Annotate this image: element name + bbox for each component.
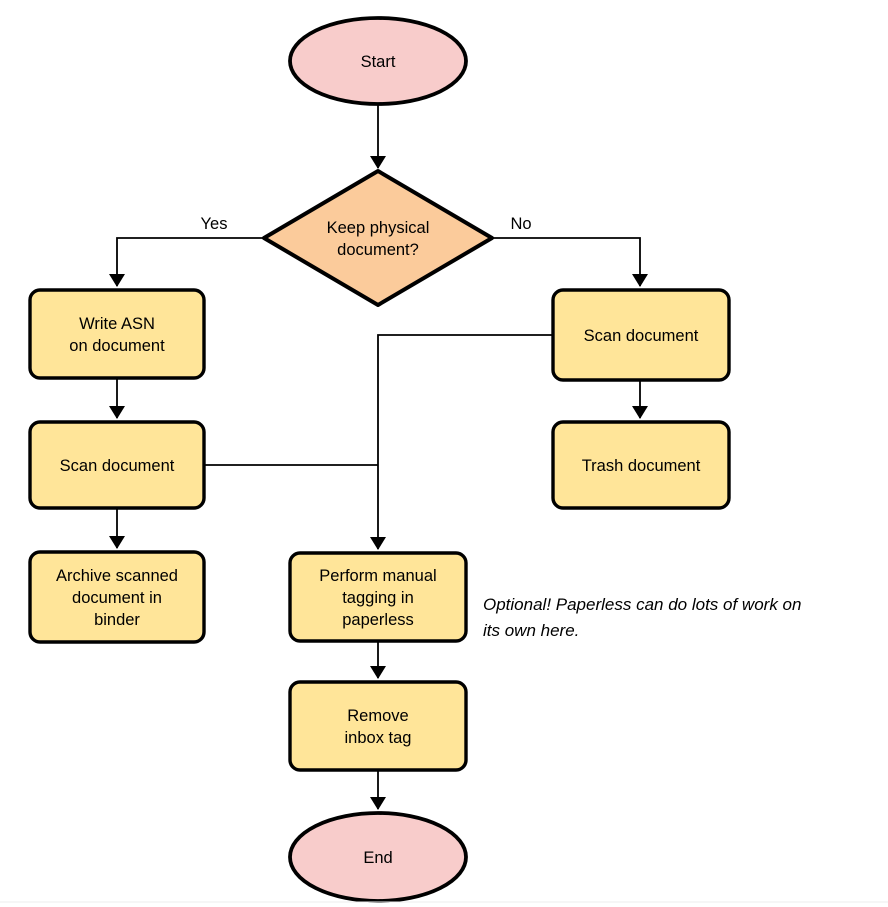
archive-node: Archive scanned document in binder	[28, 550, 206, 644]
decision-label-line2: document?	[337, 241, 419, 259]
archive-box	[28, 550, 206, 644]
remove-inbox-box	[288, 680, 468, 772]
write-asn-label-line2: on document	[69, 337, 165, 355]
start-terminal: Start	[288, 16, 468, 106]
remove-inbox-label-line2: inbox tag	[345, 729, 412, 747]
scan-document-left-label: Scan document	[60, 457, 175, 475]
write-asn-node: Write ASN on document	[28, 288, 206, 380]
end-ellipse	[288, 811, 468, 903]
tagging-box	[288, 551, 468, 643]
write-asn-label-line1: Write ASN	[79, 315, 155, 333]
scan-document-right-box	[551, 288, 731, 382]
archive-label-line1: Archive scanned	[56, 567, 178, 585]
tagging-node: Perform manual tagging in paperless	[288, 551, 468, 643]
scan-document-right-node: Scan document	[551, 288, 731, 382]
remove-inbox-node: Remove inbox tag	[288, 680, 468, 772]
tagging-label-line3: paperless	[342, 611, 414, 629]
archive-label-line3: binder	[94, 611, 140, 629]
trash-box	[551, 420, 731, 510]
edge-decision-no	[492, 237, 648, 287]
tagging-label-line1: Perform manual	[319, 567, 436, 585]
archive-label-line2: document in	[72, 589, 162, 607]
end-terminal: End	[288, 811, 468, 903]
write-asn-box	[28, 288, 206, 380]
edges	[109, 105, 648, 810]
edge-scanright-to-tagging	[370, 334, 553, 550]
decision-diamond	[262, 169, 494, 307]
yes-edge-label: Yes	[201, 215, 228, 233]
scan-document-right-label: Scan document	[584, 327, 699, 345]
start-ellipse	[288, 16, 468, 106]
edge-decision-yes	[109, 237, 264, 287]
no-edge-label: No	[510, 215, 531, 233]
remove-inbox-label-line1: Remove	[347, 707, 408, 725]
tagging-label-line2: tagging in	[342, 589, 414, 607]
note-text: Optional! Paperless can do lots of work …	[483, 595, 801, 640]
trash-label: Trash document	[582, 457, 701, 475]
start-label: Start	[361, 53, 396, 71]
note-line2: its own here.	[483, 621, 579, 640]
trash-node: Trash document	[551, 420, 731, 510]
decision-keep-physical: Keep physical document?	[262, 169, 494, 307]
scan-document-left-node: Scan document	[28, 420, 206, 510]
decision-label-line1: Keep physical	[327, 219, 430, 237]
end-label: End	[363, 849, 392, 867]
note-line1: Optional! Paperless can do lots of work …	[483, 595, 801, 614]
scan-document-left-box	[28, 420, 206, 510]
